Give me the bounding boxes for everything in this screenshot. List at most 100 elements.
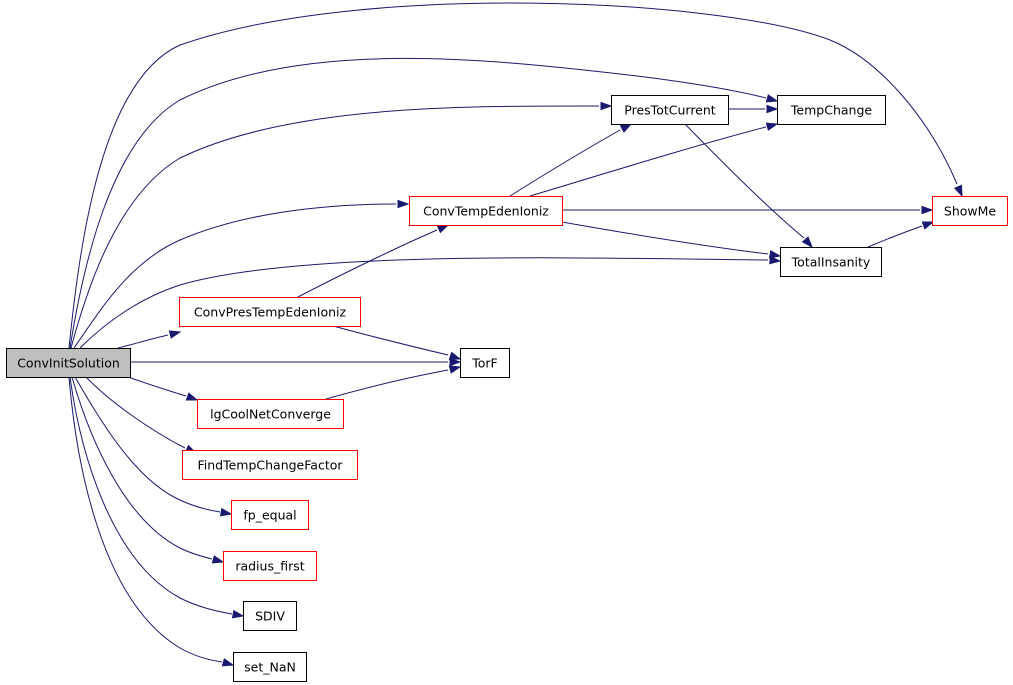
edge-convinitsolution-to-set-nan	[68, 376, 235, 667]
edge-line	[867, 225, 923, 248]
arrowhead	[953, 184, 963, 198]
arrowhead	[231, 609, 245, 619]
edge-totalinsanity-to-showme	[867, 221, 935, 248]
node-label: fp_equal	[243, 508, 296, 523]
node-box[interactable]	[179, 297, 361, 327]
arrowhead	[765, 94, 779, 103]
node-convprestempedenioniz[interactable]: ConvPresTempEdenIoniz	[179, 297, 361, 327]
node-box[interactable]	[233, 652, 307, 682]
arrowhead	[219, 507, 233, 517]
arrowhead	[448, 351, 462, 360]
edge-convtempedenioniz-to-showme	[562, 205, 934, 215]
edge-convinitsolution-to-sdiv	[69, 376, 245, 619]
node-label: ConvInitSolution	[17, 356, 120, 371]
node-label: radius_first	[235, 559, 304, 574]
node-convinitsolution[interactable]: ConvInitSolution	[6, 348, 131, 378]
node-convtempedenioniz[interactable]: ConvTempEdenIoniz	[409, 196, 563, 226]
node-torf[interactable]: TorF	[460, 348, 510, 378]
node-prestotcurrent[interactable]: PresTotCurrent	[611, 95, 729, 125]
edge-prestotcurrent-to-tempchange	[728, 104, 779, 114]
node-box[interactable]	[780, 247, 882, 277]
edge-convinitsolution-to-fp-equal	[74, 376, 233, 517]
edge-line	[117, 334, 169, 349]
node-tempchange[interactable]: TempChange	[777, 95, 886, 125]
node-box[interactable]	[932, 196, 1008, 226]
edge-prestotcurrent-to-totalinsanity	[684, 123, 813, 249]
edge-convinitsolution-to-convprestempedenioniz	[117, 330, 182, 349]
arrowhead	[766, 104, 779, 114]
arrowhead	[449, 357, 462, 367]
arrowhead	[600, 101, 613, 111]
node-box[interactable]	[197, 399, 344, 429]
edge-convtempedenioniz-to-totalinsanity	[561, 221, 782, 259]
edge-line	[529, 126, 767, 197]
node-findtempchangefactor[interactable]: FindTempChangeFactor	[182, 450, 358, 480]
edge-convinitsolution-to-showme	[68, 2, 963, 349]
edge-line	[509, 129, 621, 197]
node-label: set_NaN	[244, 660, 296, 675]
arrowhead	[168, 330, 182, 339]
node-label: FindTempChangeFactor	[197, 458, 343, 473]
node-label: lgCoolNetConverge	[210, 407, 331, 422]
node-lgcoolnetconverge[interactable]: lgCoolNetConverge	[197, 399, 344, 429]
edge-line	[297, 229, 438, 298]
node-box[interactable]	[231, 500, 309, 530]
edge-line	[79, 257, 769, 349]
edge-convinitsolution-to-convtempedenioniz	[73, 199, 410, 349]
edge-convinitsolution-to-radius-first	[71, 376, 225, 564]
node-label: TorF	[471, 356, 498, 371]
arrowhead	[921, 205, 934, 215]
edge-line	[332, 325, 449, 356]
arrowhead	[397, 199, 410, 209]
edge-lgcoolnetconverge-to-torf	[325, 365, 462, 400]
node-box[interactable]	[243, 601, 297, 631]
node-box[interactable]	[6, 348, 131, 378]
node-box[interactable]	[223, 551, 317, 581]
node-box[interactable]	[182, 450, 358, 480]
node-label: ShowMe	[944, 204, 997, 219]
node-totalinsanity[interactable]: TotalInsanity	[780, 247, 882, 277]
edge-line	[68, 376, 223, 663]
edge-convinitsolution-to-lgcoolnetconverge	[127, 376, 199, 401]
node-box[interactable]	[777, 95, 886, 125]
arrowhead	[185, 392, 199, 401]
node-label: TotalInsanity	[791, 255, 871, 270]
arrowhead	[436, 224, 450, 234]
node-box[interactable]	[460, 348, 510, 378]
edge-convtempedenioniz-to-prestotcurrent	[509, 123, 633, 197]
edge-line	[561, 221, 769, 255]
arrowhead	[448, 365, 462, 374]
arrowhead	[211, 555, 225, 564]
node-sdiv[interactable]: SDIV	[243, 601, 297, 631]
edge-convinitsolution-to-prestotcurrent	[70, 101, 613, 349]
node-box[interactable]	[611, 95, 729, 125]
node-label: TempChange	[790, 103, 872, 118]
edge-line	[85, 376, 186, 449]
edge-convinitsolution-to-findtempchangefactor	[85, 376, 198, 454]
arrowhead	[769, 255, 782, 265]
arrowhead	[801, 236, 813, 249]
node-box[interactable]	[409, 196, 563, 226]
edge-line	[69, 376, 233, 615]
edge-line	[71, 376, 213, 560]
edge-convinitsolution-to-tempchange	[69, 57, 779, 349]
edge-convtempedenioniz-to-tempchange	[529, 122, 779, 197]
edge-line	[69, 57, 767, 349]
node-set-nan[interactable]: set_NaN	[233, 652, 307, 682]
arrowhead	[619, 123, 633, 133]
edge-convinitsolution-to-torf	[130, 357, 462, 367]
edge-convprestempedenioniz-to-torf	[332, 325, 462, 360]
edge-line	[70, 105, 600, 349]
call-graph-edges	[68, 2, 963, 667]
node-label: SDIV	[255, 609, 285, 624]
edge-line	[325, 369, 449, 400]
edge-line	[684, 123, 805, 239]
node-radius-first[interactable]: radius_first	[223, 551, 317, 581]
edge-line	[74, 376, 221, 513]
node-showme[interactable]: ShowMe	[932, 196, 1008, 226]
node-label: ConvPresTempEdenIoniz	[194, 305, 347, 320]
arrowhead	[221, 658, 235, 667]
node-fp-equal[interactable]: fp_equal	[231, 500, 309, 530]
call-graph-nodes: ConvInitSolution ConvPresTempEdenIoniz Con…	[6, 95, 1008, 682]
